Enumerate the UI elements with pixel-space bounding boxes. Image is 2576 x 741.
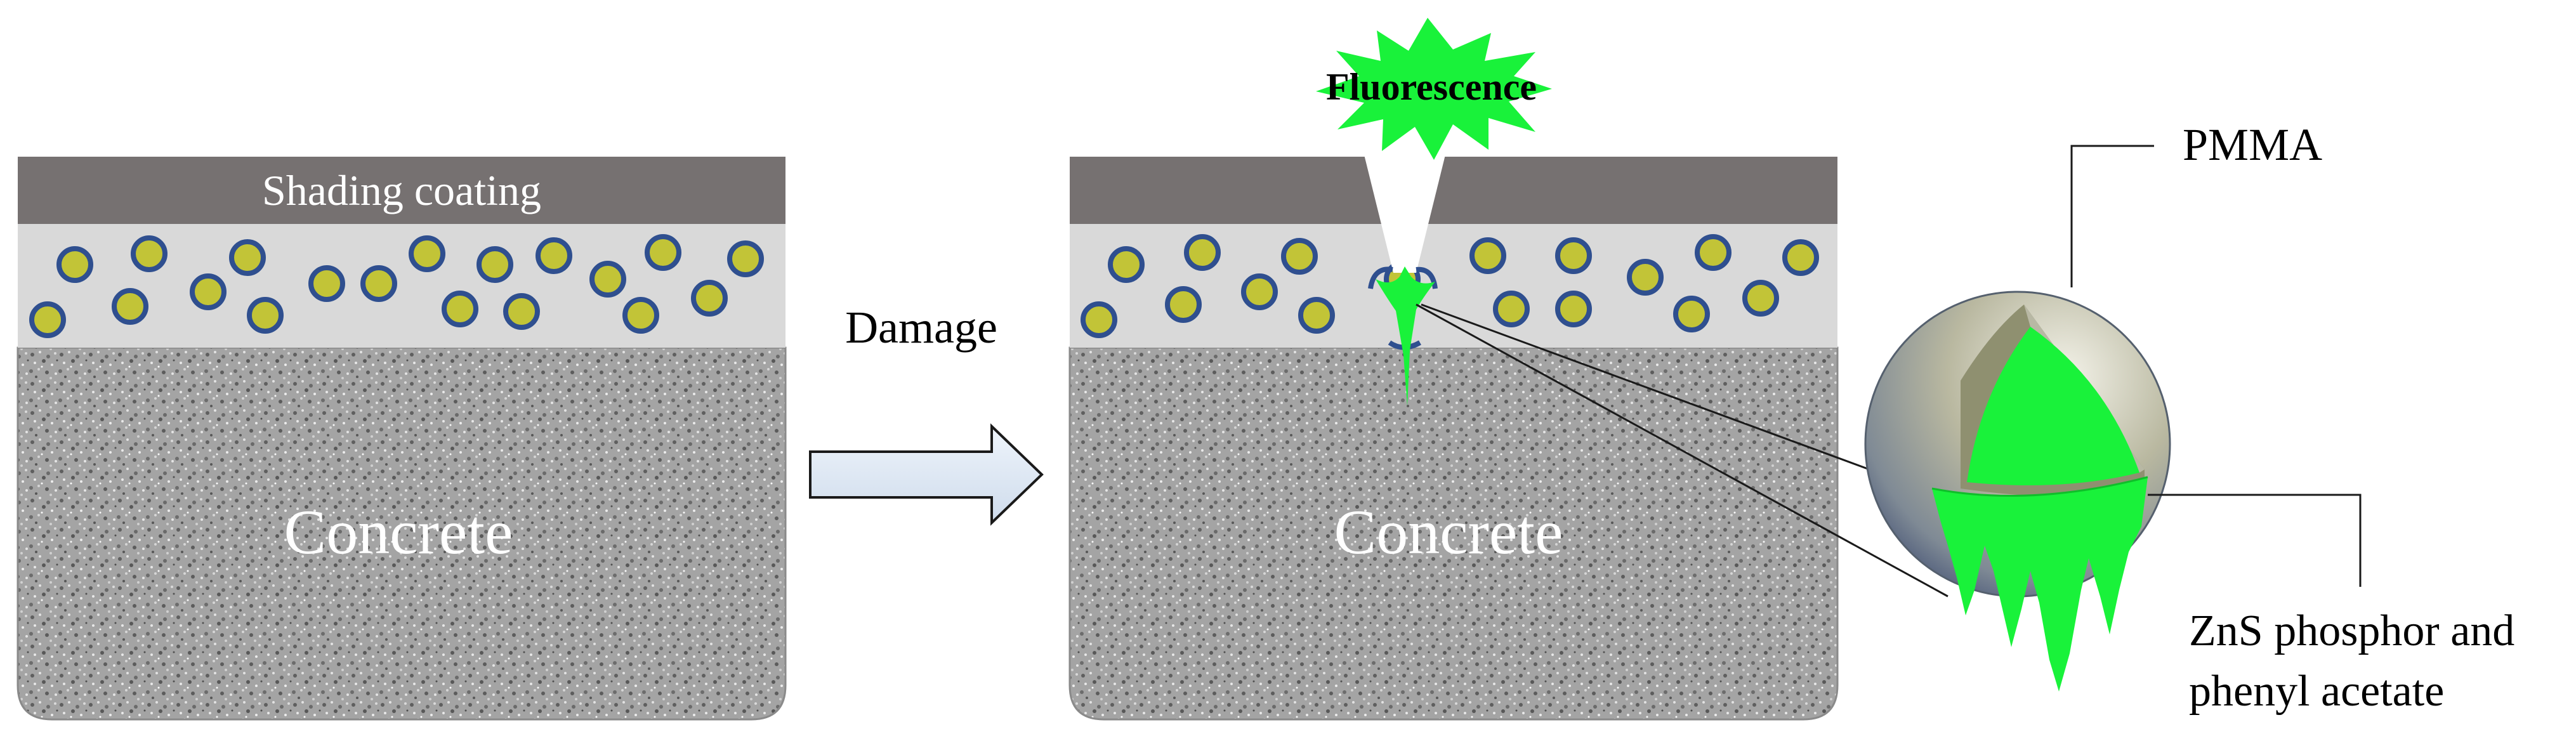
zns-label-line1: ZnS phosphor and: [2189, 607, 2514, 655]
capsule: [503, 293, 540, 330]
pmma-label: PMMA: [2183, 119, 2322, 170]
capsule: [1673, 296, 1710, 332]
capsule: [247, 297, 284, 334]
shading-coating-label: Shading coating: [262, 166, 541, 214]
capsule: [1081, 301, 1117, 338]
fluorescence-burst: [1316, 18, 1552, 160]
zoom-line-top: [1421, 303, 1879, 474]
shading-coating-left: [18, 157, 785, 224]
capsule: [691, 280, 728, 317]
capsule: [536, 237, 572, 274]
fluorescent-leak: [1376, 266, 1435, 406]
capsule: [1782, 239, 1819, 276]
capsule: [1108, 246, 1145, 283]
capsule: [29, 301, 66, 338]
shading-coating-right: [1070, 157, 1837, 224]
capsule: [645, 234, 681, 271]
left-panel: Shading coating Concrete: [16, 157, 787, 721]
capsule: [1555, 237, 1592, 274]
zoom-line-bottom: [1416, 303, 1948, 598]
capsule: [1469, 237, 1506, 274]
capsule: [409, 235, 445, 272]
capsule: [190, 273, 227, 310]
capsule: [1695, 234, 1732, 271]
damage-arrow: [809, 423, 1044, 526]
concrete-block-right: [1068, 346, 1839, 721]
concrete-label-left: Concrete: [284, 497, 513, 567]
capsule: [1165, 286, 1202, 323]
zns-label-line2: phenyl acetate: [2189, 667, 2444, 716]
zns-leader: [2148, 494, 2362, 587]
capsule: [308, 265, 345, 302]
capsule: [622, 297, 659, 334]
capsule: [112, 288, 148, 325]
capsule: [727, 240, 764, 277]
concrete-block-left: [16, 346, 787, 721]
capsule-detail: [1864, 291, 2171, 692]
capsule: [476, 246, 513, 283]
capsule: [1627, 259, 1664, 296]
capsules-left: [29, 234, 764, 338]
capsule: [56, 246, 93, 283]
capsule: [442, 291, 478, 327]
capsule: [1298, 297, 1335, 334]
damage-label: Damage: [845, 302, 997, 353]
capsule: [131, 235, 168, 272]
capsule: [1493, 291, 1530, 327]
capsule: [1184, 234, 1221, 271]
core-rim: [1931, 476, 2148, 497]
concrete-label-right: Concrete: [1334, 497, 1563, 567]
capsule: [360, 265, 397, 302]
right-panel: Concrete: [1068, 18, 1839, 721]
capsule: [1241, 273, 1278, 310]
capsule: [1742, 280, 1779, 317]
capsule: [229, 239, 266, 276]
core-top: [1967, 327, 2139, 485]
crack-opening: [1364, 155, 1445, 273]
capsule: [589, 261, 626, 298]
fluorescence-label: Fluorescence: [1326, 66, 1537, 108]
capsule: [1281, 238, 1318, 275]
pmma-leader: [2070, 145, 2154, 287]
core-drips: [1932, 477, 2148, 692]
capsule: [1555, 291, 1592, 327]
